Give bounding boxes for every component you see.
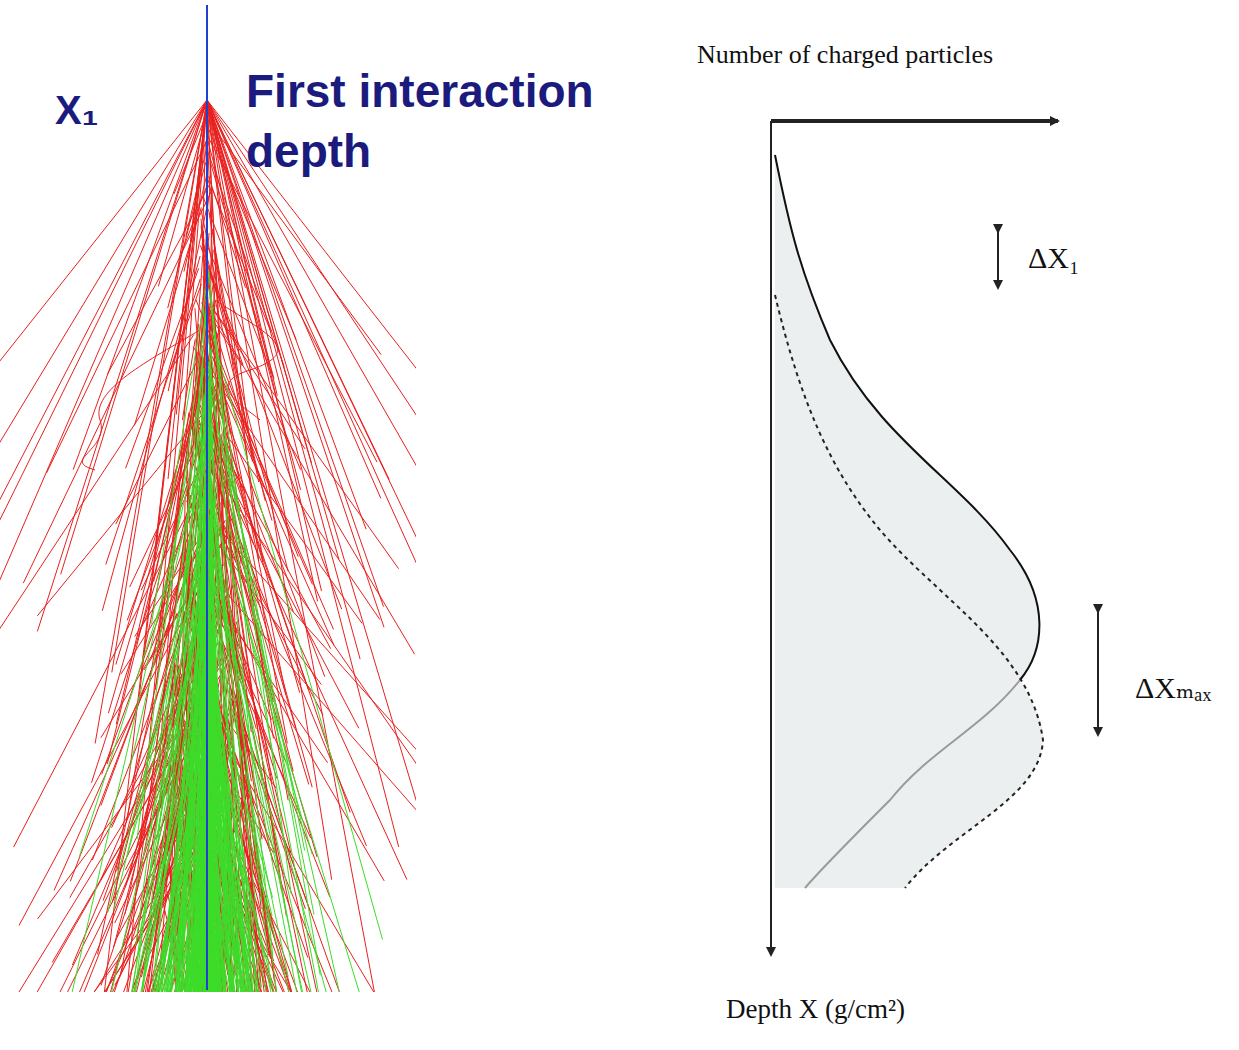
axis-title: Depth X (g/cm²) [726, 992, 905, 1027]
range-label: ΔXₘₐₓ [1135, 668, 1211, 707]
profile-fill [775, 155, 1043, 888]
x-axis [771, 119, 1058, 123]
profile-curve-tail [805, 680, 1020, 888]
profile-curve-dashed [775, 295, 1043, 888]
profile-curve [775, 155, 1039, 680]
range-label: ΔX₁ [1028, 238, 1079, 277]
y-axis [770, 121, 772, 955]
first-interaction-label: First interaction depth [246, 62, 666, 182]
shower-axis [206, 5, 208, 990]
range-arrows [998, 232, 1098, 735]
first-interaction-symbol: X₁ [55, 84, 98, 136]
particle-tracks [0, 5, 416, 992]
axis-title: Number of charged particles [697, 38, 993, 72]
